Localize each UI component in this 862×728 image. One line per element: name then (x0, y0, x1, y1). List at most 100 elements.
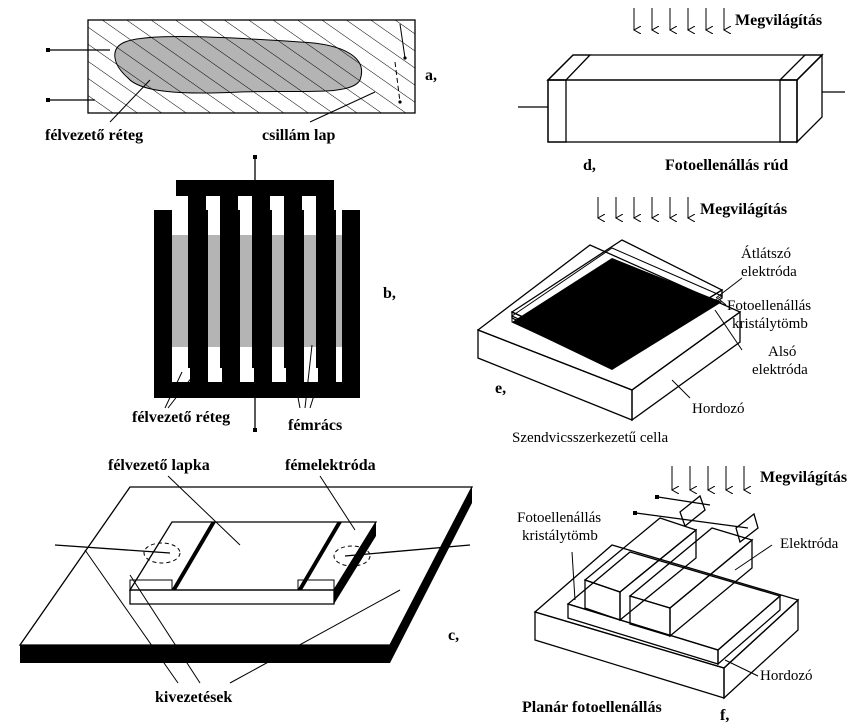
label-d-rod: Fotoellenállás rúd (665, 157, 788, 174)
substrate-front (20, 645, 390, 663)
pointer-f-crystal (571, 551, 576, 601)
terminal-f-1 (655, 495, 659, 499)
pointer-c-lead-1 (84, 549, 179, 684)
label-e-lower-2: elektróda (752, 362, 808, 378)
terminal-b-bottom (253, 428, 257, 432)
pointer-b-grid-1 (287, 344, 301, 409)
label-d-illumination: Megvilágítás (735, 12, 822, 29)
label-a: a, (425, 67, 437, 84)
label-f: f, (720, 707, 729, 724)
pointer-mica (309, 91, 376, 123)
lead-f-1 (657, 496, 711, 506)
pointer-b-grid-3 (309, 344, 331, 409)
pointer-b-semi-2 (167, 371, 197, 409)
rod-top (546, 54, 824, 81)
illumination-arrows-e (598, 197, 688, 218)
metal-grid-bottom (154, 210, 360, 398)
electrode-finger-top (679, 494, 706, 528)
label-e-crystal-2: kristálytömb (732, 316, 808, 332)
lead-c-right (344, 544, 471, 557)
substrate-f-side (723, 598, 799, 700)
label-c: c, (448, 627, 459, 644)
mica-dot-2 (398, 100, 402, 104)
label-d: d, (583, 157, 596, 174)
pointer-b-grid-2 (304, 344, 313, 409)
bond-right (333, 545, 371, 567)
electrode-finger-top-2 (735, 512, 759, 544)
crystal-block-1-side (619, 528, 697, 622)
label-a-mica: csillám lap (262, 127, 335, 144)
lower-electrode (512, 258, 722, 370)
label-e-transparent-2: elektróda (741, 264, 797, 280)
illumination-arrows-f (672, 466, 744, 490)
pointer-f-electrode (734, 544, 773, 571)
label-e-lower-1: Alsó (768, 344, 796, 360)
terminal-f-2 (633, 511, 637, 515)
transparent-side (611, 288, 723, 368)
rod-contact-left (547, 79, 567, 143)
crystal-block-2-front (629, 595, 671, 637)
label-e: e, (495, 380, 506, 397)
mica-edge-dash (394, 61, 401, 103)
figure-d: Megvilágítás d, Fotoellenállás rúd (518, 8, 845, 174)
chip-front (129, 589, 335, 605)
bond-left (143, 542, 181, 564)
substrate-side (390, 487, 472, 663)
figure-b: b, félvezető réteg fémrács (132, 155, 396, 434)
hatched-electrodes (88, 20, 415, 113)
label-e-caption: Szendvicsszerkezetű cella (512, 430, 669, 446)
rod-front (547, 79, 798, 143)
rod-side (796, 53, 823, 144)
label-e-illumination: Megvilágítás (700, 201, 787, 218)
crystal-block-2-side (669, 538, 753, 638)
figure-f: Megvilágítás Fotoellenállás kristálytömb… (517, 466, 847, 724)
label-c-electrode: fémelektróda (285, 457, 376, 474)
terminal-b-top (253, 155, 257, 159)
pointer-c-lead-2 (129, 574, 201, 684)
label-e-transparent-1: Átlátszó (741, 245, 791, 262)
label-b: b, (383, 285, 396, 302)
substrate-e-side (631, 310, 741, 422)
lead-c-left (54, 544, 171, 554)
terminal-top (46, 48, 50, 52)
pointer-c-chip (167, 475, 241, 546)
pointer-e-crystal (719, 299, 727, 306)
label-b-grid: fémrács (288, 417, 342, 434)
pointer-c-lead-3 (229, 589, 401, 684)
illumination-arrows-d (634, 8, 724, 30)
label-f-electrode: Elektróda (780, 536, 839, 552)
figure-e: Megvilágítás Átlátszó elektróda Fotoelle… (476, 197, 811, 446)
label-f-illumination: Megvilágítás (760, 469, 847, 486)
label-f-substrate: Hordozó (760, 668, 813, 684)
lead-f-2 (635, 512, 749, 529)
label-f-caption: Planár fotoellenállás (522, 699, 662, 716)
pointer-f-substrate (724, 659, 759, 677)
base-electrode-side (717, 594, 781, 666)
pointer-e-lower (714, 309, 743, 351)
pointer-e-substrate (671, 379, 691, 399)
label-f-crystal-2: kristálytömb (522, 528, 598, 544)
terminal-bottom (46, 98, 50, 102)
pointer-b-semi-1 (164, 371, 183, 409)
figure-a: a, félvezető réteg csillám lap (45, 19, 437, 144)
label-a-semiconductor: félvezető réteg (45, 127, 143, 144)
label-f-crystal-1: Fotoellenállás (517, 510, 601, 526)
electrode-edge-right (298, 522, 342, 590)
pointer-e-transparent (715, 277, 743, 299)
pointer-c-electrode (319, 475, 356, 531)
label-e-substrate: Hordozó (692, 401, 745, 417)
label-b-semiconductor: félvezető réteg (132, 409, 230, 426)
rod-contact-right (779, 79, 798, 143)
rod-contact-left-top (546, 54, 592, 81)
pointer-semiconductor-a (109, 79, 151, 123)
mica-dot-1 (403, 56, 407, 60)
electrode-edge-left (172, 522, 216, 590)
label-c-chip: félvezető lapka (108, 457, 210, 474)
mica-edge-mark (399, 23, 406, 59)
base-electrode-front (567, 603, 719, 665)
chip-side (334, 522, 376, 604)
crystal-front-e (511, 315, 613, 369)
figure-c: c, félvezető lapka fémelektróda kivezeté… (18, 457, 474, 706)
label-c-leads: kivezetések (155, 689, 232, 706)
